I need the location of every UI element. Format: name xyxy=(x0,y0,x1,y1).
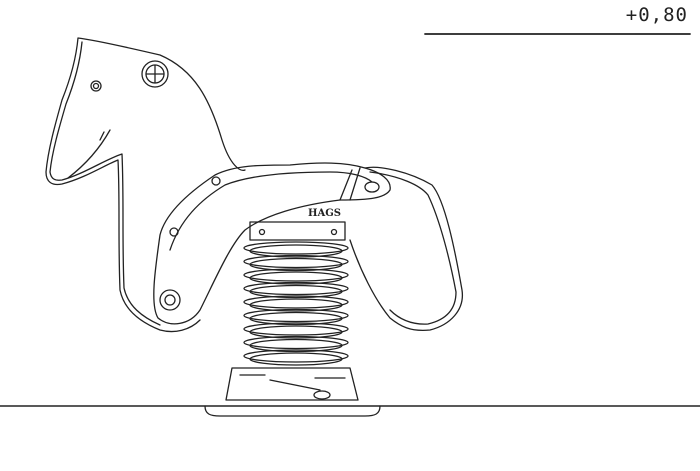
spring-coil xyxy=(243,254,349,269)
height-dimension-label: +0,80 xyxy=(625,4,688,26)
spring-coil xyxy=(249,244,343,258)
spring-coil xyxy=(249,338,343,353)
spring-coil xyxy=(243,281,349,296)
brand-label: HAGS xyxy=(308,208,341,219)
spring-coil xyxy=(243,349,349,363)
spring-coil xyxy=(249,284,343,299)
horse-head-panel xyxy=(45,37,246,333)
spring-coil xyxy=(249,257,343,272)
spring-coil xyxy=(243,241,349,255)
spring-coil xyxy=(243,335,349,350)
handle-bolt-icon xyxy=(141,60,169,88)
pivot-bolt-icon xyxy=(159,289,181,311)
spring-coil xyxy=(249,271,343,285)
spring-base xyxy=(204,367,381,417)
base-plate xyxy=(204,405,381,417)
spring-coil xyxy=(243,322,349,336)
horse-seat: HAGS xyxy=(153,162,463,332)
spring-coil xyxy=(249,311,343,326)
spring-coil xyxy=(243,268,349,282)
spring-coil xyxy=(243,295,349,309)
spring-coil xyxy=(249,352,343,366)
spring-coil xyxy=(249,325,343,339)
coil-spring xyxy=(243,241,349,366)
spring-coil xyxy=(243,308,349,323)
eye-icon xyxy=(90,80,102,92)
spring-coil xyxy=(249,298,343,312)
